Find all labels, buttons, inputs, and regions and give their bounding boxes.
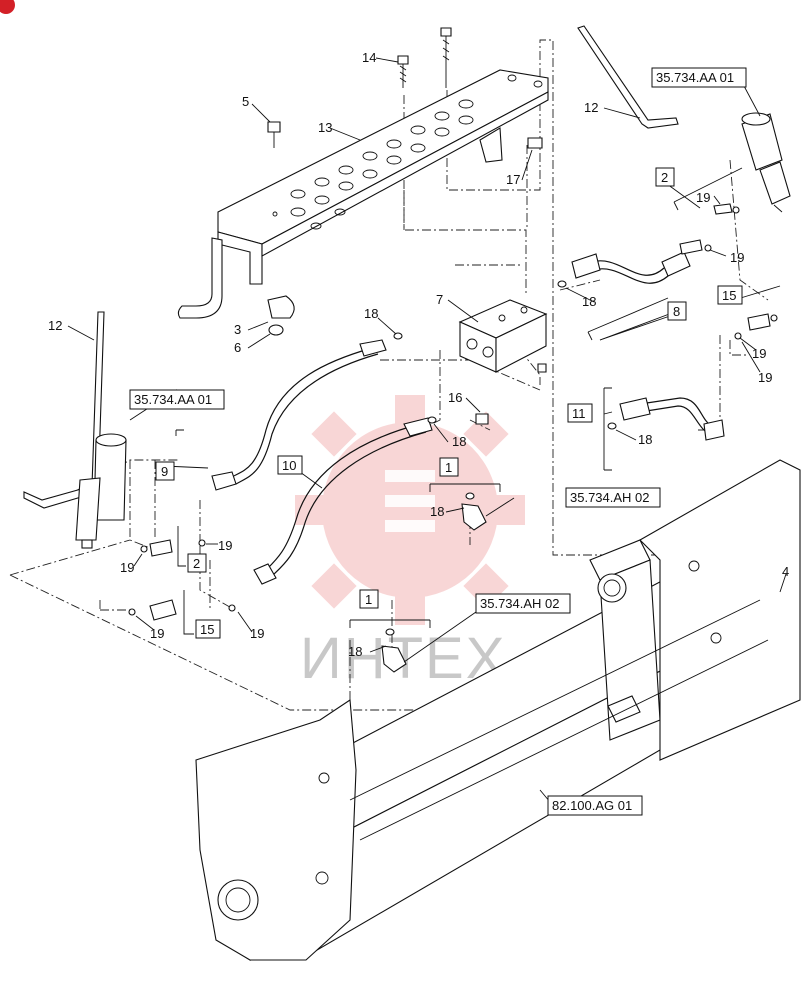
svg-text:2: 2 <box>661 170 668 185</box>
callout-19-f: 19 <box>120 560 134 575</box>
svg-text:1: 1 <box>445 460 452 475</box>
svg-text:11: 11 <box>572 406 586 421</box>
callout-13: 13 <box>318 120 332 135</box>
nut-17-part <box>527 137 543 149</box>
svg-text:35.734.AH 02: 35.734.AH 02 <box>570 490 650 505</box>
callout-18-hose9: 18 <box>364 306 378 321</box>
callout-14: 14 <box>362 50 376 65</box>
nut-16-part <box>475 413 489 425</box>
hose-11-part <box>619 397 725 441</box>
fittings-and-o-rings <box>128 203 778 673</box>
svg-text:35.734.AA 01: 35.734.AA 01 <box>656 70 734 85</box>
boxed-item-numbers: 2 8 15 11 9 10 1 2 15 1 <box>155 167 743 639</box>
box-item-1-upper: 1 <box>439 457 459 477</box>
manifold-block-part <box>458 299 548 373</box>
step-plate-holes <box>272 74 543 230</box>
callout-numbers: 14 5 13 17 12 3 6 7 18 12 16 18 18 18 18… <box>48 50 789 659</box>
callout-19-d: 19 <box>758 370 772 385</box>
svg-text:9: 9 <box>161 464 168 479</box>
callout-12-right: 12 <box>584 100 598 115</box>
reference-boxes: 35.734.AA 01 35.734.AA 01 35.734.AH 02 3… <box>129 67 747 816</box>
hose-8-part <box>571 251 691 284</box>
callout-7: 7 <box>436 292 443 307</box>
svg-text:8: 8 <box>673 304 680 319</box>
svg-text:35.734.AH 02: 35.734.AH 02 <box>480 596 560 611</box>
svg-text:15: 15 <box>722 288 736 303</box>
callout-19-b: 19 <box>730 250 744 265</box>
callout-19-e: 19 <box>218 538 232 553</box>
bolt-5-part <box>267 121 281 148</box>
callout-19-g: 19 <box>150 626 164 641</box>
callout-17: 17 <box>506 172 520 187</box>
box-item-10: 10 <box>277 455 303 475</box>
ref-box-cylinder-right: 35.734.AA 01 <box>651 67 747 88</box>
box-item-1-lower: 1 <box>359 589 379 609</box>
callout-19-a: 19 <box>696 190 710 205</box>
group-brackets <box>175 167 781 635</box>
clamp-3-part <box>267 295 295 336</box>
corner-logo-mark <box>0 0 15 14</box>
callout-18-hose11: 18 <box>638 432 652 447</box>
callout-3: 3 <box>234 322 241 337</box>
watermark-gear-cutouts <box>385 470 435 532</box>
box-item-15-left: 15 <box>195 619 221 639</box>
callout-4: 4 <box>782 564 789 579</box>
step-plate-part <box>177 69 549 319</box>
svg-text:15: 15 <box>200 622 214 637</box>
svg-text:35.734.AA 01: 35.734.AA 01 <box>134 392 212 407</box>
box-item-15-right: 15 <box>717 285 743 305</box>
leader-lines <box>67 57 787 803</box>
callout-18-lower-elbow: 18 <box>348 644 362 659</box>
callout-12-left: 12 <box>48 318 62 333</box>
ref-box-cylinder-left: 35.734.AA 01 <box>129 389 225 410</box>
callout-16: 16 <box>448 390 462 405</box>
callout-5: 5 <box>242 94 249 109</box>
svg-text:2: 2 <box>193 556 200 571</box>
box-item-8: 8 <box>667 301 687 321</box>
ref-box-elbow-upper: 35.734.AH 02 <box>565 487 661 508</box>
lever-rod-right-part <box>577 25 679 129</box>
callout-18-upper-elbow: 18 <box>430 504 444 519</box>
box-item-2-left: 2 <box>187 553 207 573</box>
callout-18-hose10: 18 <box>452 434 466 449</box>
hose-9-part <box>211 339 387 491</box>
svg-text:82.100.AG 01: 82.100.AG 01 <box>552 798 632 813</box>
loader-frame-part <box>195 459 801 961</box>
box-item-11: 11 <box>567 403 593 423</box>
ref-box-loader-frame: 82.100.AG 01 <box>547 795 643 816</box>
bolt-14-part <box>397 55 409 88</box>
callout-18-hose8: 18 <box>582 294 596 309</box>
box-item-2-right: 2 <box>655 167 675 187</box>
ref-box-elbow-lower: 35.734.AH 02 <box>475 593 571 614</box>
bolt-upper-part <box>440 27 452 88</box>
svg-text:10: 10 <box>282 458 296 473</box>
hose-10-part <box>253 417 433 585</box>
svg-text:1: 1 <box>365 592 372 607</box>
callout-6: 6 <box>234 340 241 355</box>
callout-19-c: 19 <box>752 346 766 361</box>
cylinder-left-part <box>75 433 127 549</box>
box-item-9: 9 <box>155 461 175 481</box>
callout-19-h: 19 <box>250 626 264 641</box>
cylinder-right-part <box>741 112 791 213</box>
